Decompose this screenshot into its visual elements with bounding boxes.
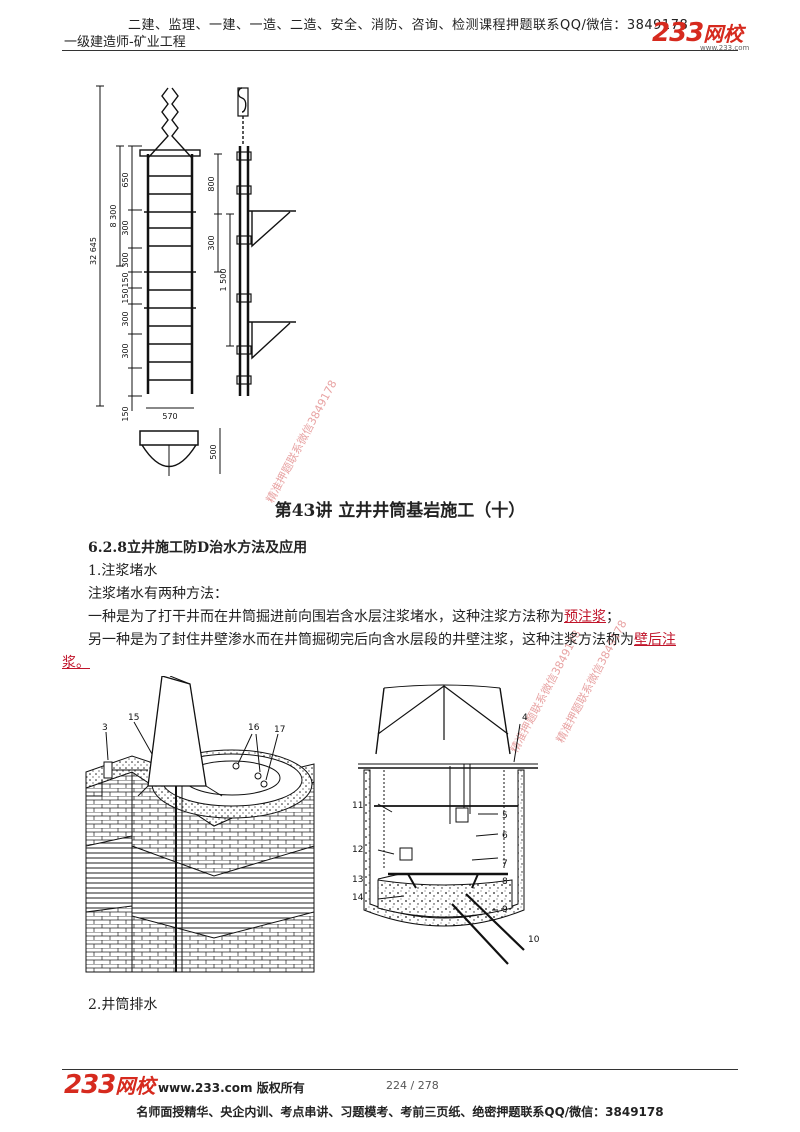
page-number: 224 / 278 (386, 1079, 439, 1092)
header-courses: 二建、监理、一建、一造、二造、安全、消防、咨询、检测课程押题联系QQ/微信：38… (128, 18, 689, 33)
footer-logo-number: 233 (64, 1070, 116, 1100)
section-heading: 6.2.8立井施工防D治水方法及应用 (88, 540, 308, 556)
shaft-label-14: 14 (352, 893, 364, 903)
figure-hanging-ladder: 32 645 8 300 650 300 300 150 150 300 300… (89, 85, 296, 476)
grout-label-17: 17 (274, 725, 285, 735)
ladder-dim-c: 300 (121, 252, 130, 267)
method2-text: 另一种是为了封住井壁渗水而在井筒掘砌完后向含水层段的井壁注浆，这种注浆方法称为 (88, 632, 634, 648)
ladder-dim-r1: 800 (207, 176, 216, 191)
grout-label-3: 3 (102, 723, 108, 733)
header-logo-site: www.233.com (700, 44, 750, 52)
ladder-dim-r3: 1 500 (219, 269, 228, 292)
ladder-dim-d: 150 (121, 272, 130, 287)
grouting-intro: 注浆堵水有两种方法： (88, 586, 228, 602)
ladder-dim-b: 300 (121, 220, 130, 235)
item-shaft-drainage: 2.井筒排水 (88, 997, 158, 1013)
footer-promo: 名师面授精华、央企内训、考点串讲、习题模考、考前三页纸、绝密押题联系QQ/微信：… (136, 1105, 664, 1119)
ladder-dim-r4: 500 (209, 444, 218, 459)
lecture-title: 第43讲 立井井筒基岩施工（十） (274, 501, 526, 521)
item-grouting: 1.注浆堵水 (88, 563, 158, 579)
shaft-label-5: 5 (502, 811, 508, 821)
figure-surface-grouting: 3 15 16 17 (85, 676, 315, 973)
shaft-label-11: 11 (352, 801, 363, 811)
ladder-dim-r2: 300 (207, 235, 216, 250)
ladder-dim-e: 150 (121, 288, 130, 303)
method-pre-grouting: 一种是为了打干井而在井筒掘进前向围岩含水层注浆堵水，这种注浆方法称为预注浆； (88, 606, 620, 626)
shaft-label-13: 13 (352, 875, 363, 885)
figure-shaft-section: 4 5 6 7 8 9 10 11 12 13 14 (352, 684, 540, 965)
term-post-grouting-a: 壁后注 (634, 632, 676, 648)
method-post-grouting: 另一种是为了封住井壁渗水而在井筒掘砌完后向含水层段的井壁注浆，这种注浆方法称为壁… (88, 629, 676, 649)
header-divider (62, 50, 738, 51)
ladder-dim-width: 570 (162, 412, 177, 421)
shaft-label-10: 10 (528, 935, 540, 945)
footer-divider (62, 1069, 738, 1070)
ladder-dim-a: 650 (121, 172, 130, 187)
header-logo-text: 网校 (703, 22, 744, 46)
method1-end: ； (606, 609, 620, 625)
footer-logo-text: 网校 (115, 1074, 156, 1098)
grout-label-16: 16 (248, 723, 260, 733)
method1-text: 一种是为了打干井而在井筒掘进前向围岩含水层注浆堵水，这种注浆方法称为 (88, 609, 564, 625)
ladder-dim-h: 150 (121, 406, 130, 421)
footer-copyright[interactable]: www.233.com 版权所有 (158, 1081, 305, 1095)
term-post-grouting-b: 浆。 (62, 655, 90, 671)
header-subject: 一级建造师-矿业工程 (64, 35, 186, 50)
shaft-label-4: 4 (522, 713, 528, 723)
grout-label-15: 15 (128, 713, 139, 723)
ladder-dim-main: 8 300 (109, 205, 118, 228)
ladder-dim-g: 300 (121, 343, 130, 358)
shaft-label-8: 8 (502, 877, 508, 887)
ladder-dim-total: 32 645 (89, 237, 98, 265)
shaft-label-7: 7 (502, 859, 508, 869)
shaft-label-9: 9 (502, 905, 508, 915)
shaft-label-6: 6 (502, 831, 508, 841)
header-logo-number: 233 (652, 18, 704, 48)
footer-logo[interactable]: 233网校 (64, 1070, 155, 1100)
header-logo[interactable]: 233网校 (652, 18, 743, 48)
shaft-label-12: 12 (352, 845, 363, 855)
term-pre-grouting: 预注浆 (564, 609, 606, 625)
ladder-dim-f: 300 (121, 311, 130, 326)
